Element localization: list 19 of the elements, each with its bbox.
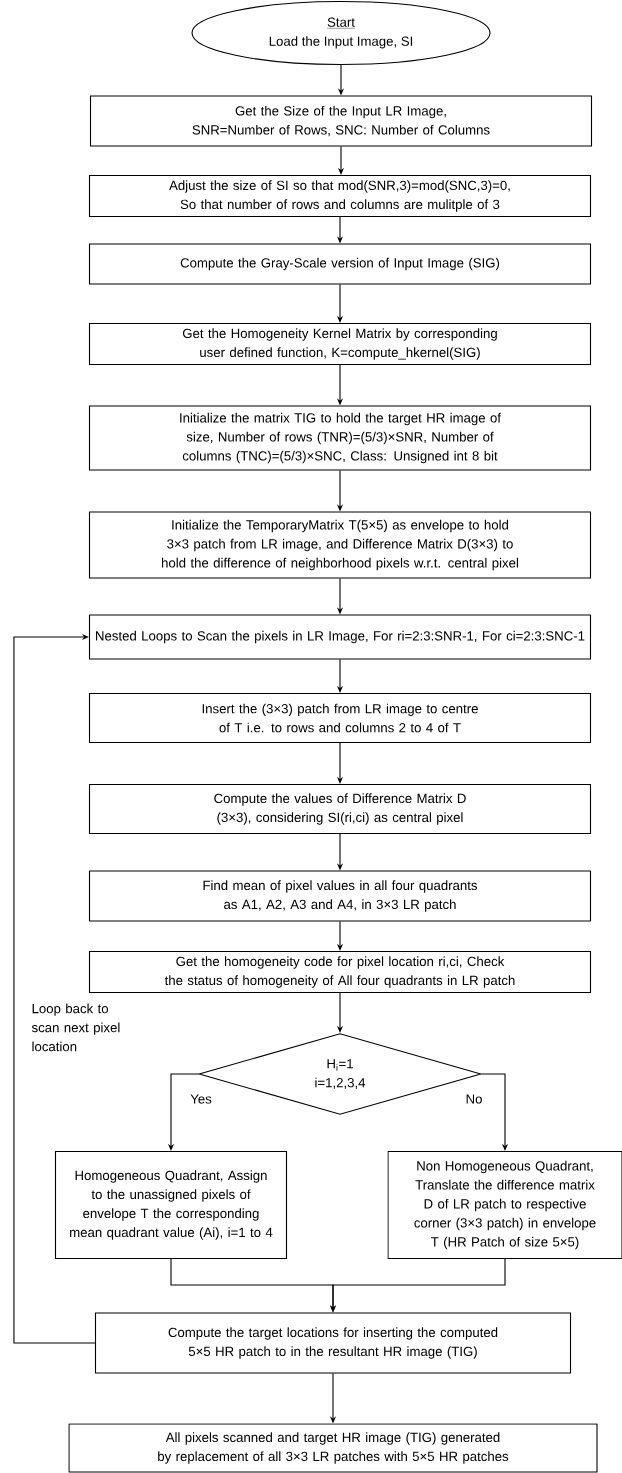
- process-box: Compute the values of Difference Matrix D (3×3), considering SI(ri,ci) as central pixel: [88, 783, 592, 835]
- process-box: Get the Size of the Input LR Image, SNR=Number of Rows, SNC: Number of Columns: [89, 95, 593, 147]
- process-box: Initialize the matrix TIG to hold the target HR image of size, Number of rows (TNR)=(5/3)×SNR, Number of columns (TNC)=(5/3)×SNC, Class: Unsigned int 8 bit: [88, 405, 592, 471]
- process-box: Homogeneous Quadrant, Assign to the unassigned pixels of envelope T the corresponding mean quadrant value (Ai), i=1 to 4: [54, 1150, 288, 1260]
- process-box: Get the homogeneity code for pixel location ri,ci, Check the status of homogeneity of All four quadrants in LR patch: [88, 950, 592, 994]
- process-box: Nested Loops to Scan the pixels in LR Image, For ri=2:3:SNR-1, For ci=2:3:SNC-1: [88, 614, 592, 660]
- arrow: [13, 633, 96, 1344]
- note-text: Loop back to scan next pixel location: [31, 1003, 120, 1052]
- edge-label: No: [464, 1093, 484, 1105]
- arrow: [481, 1073, 509, 1151]
- process-box: Adjust the size of SI so that mod(SNR,3)=mod(SNC,3)=0, So that number of rows and columns are mulitple of 3: [88, 174, 592, 218]
- process-box: Non Homogeneous Quadrant, Translate the difference matrix D of LR patch to respective corner (3×3 patch) in envelope T (HR Patch of size 5×5): [387, 1150, 622, 1260]
- process-box: Get the Homogeneity Kernel Matrix by corresponding user defined function, K=compute_hkernel(SIG): [88, 322, 592, 366]
- process-box: All pixels scanned and target HR image (TIG) generated by replacement of all 3×3 LR patches with 5×5 HR patches: [68, 1423, 598, 1473]
- process-box: Initialize the TemporaryMatrix T(5×5) as envelope to hold 3×3 patch from LR image, and Difference Matrix D(3×3) to hold the difference of neighborhood pixels w.r.t. central pixel: [88, 511, 592, 579]
- process-box: Compute the Gray-Scale version of Input Image (SIG): [88, 243, 592, 285]
- process-box: Insert the (3×3) patch from LR image to centre of T i.e. to rows and columns 2 to 4 of T: [88, 692, 592, 744]
- process-box: Find mean of pixel values in all four quadrants as A1, A2, A3 and A4, in 3×3 LR patch: [88, 870, 592, 922]
- process-box: Compute the target locations for inserting the computed 5×5 HR patch to in the resultant HR image (TIG): [94, 1312, 572, 1374]
